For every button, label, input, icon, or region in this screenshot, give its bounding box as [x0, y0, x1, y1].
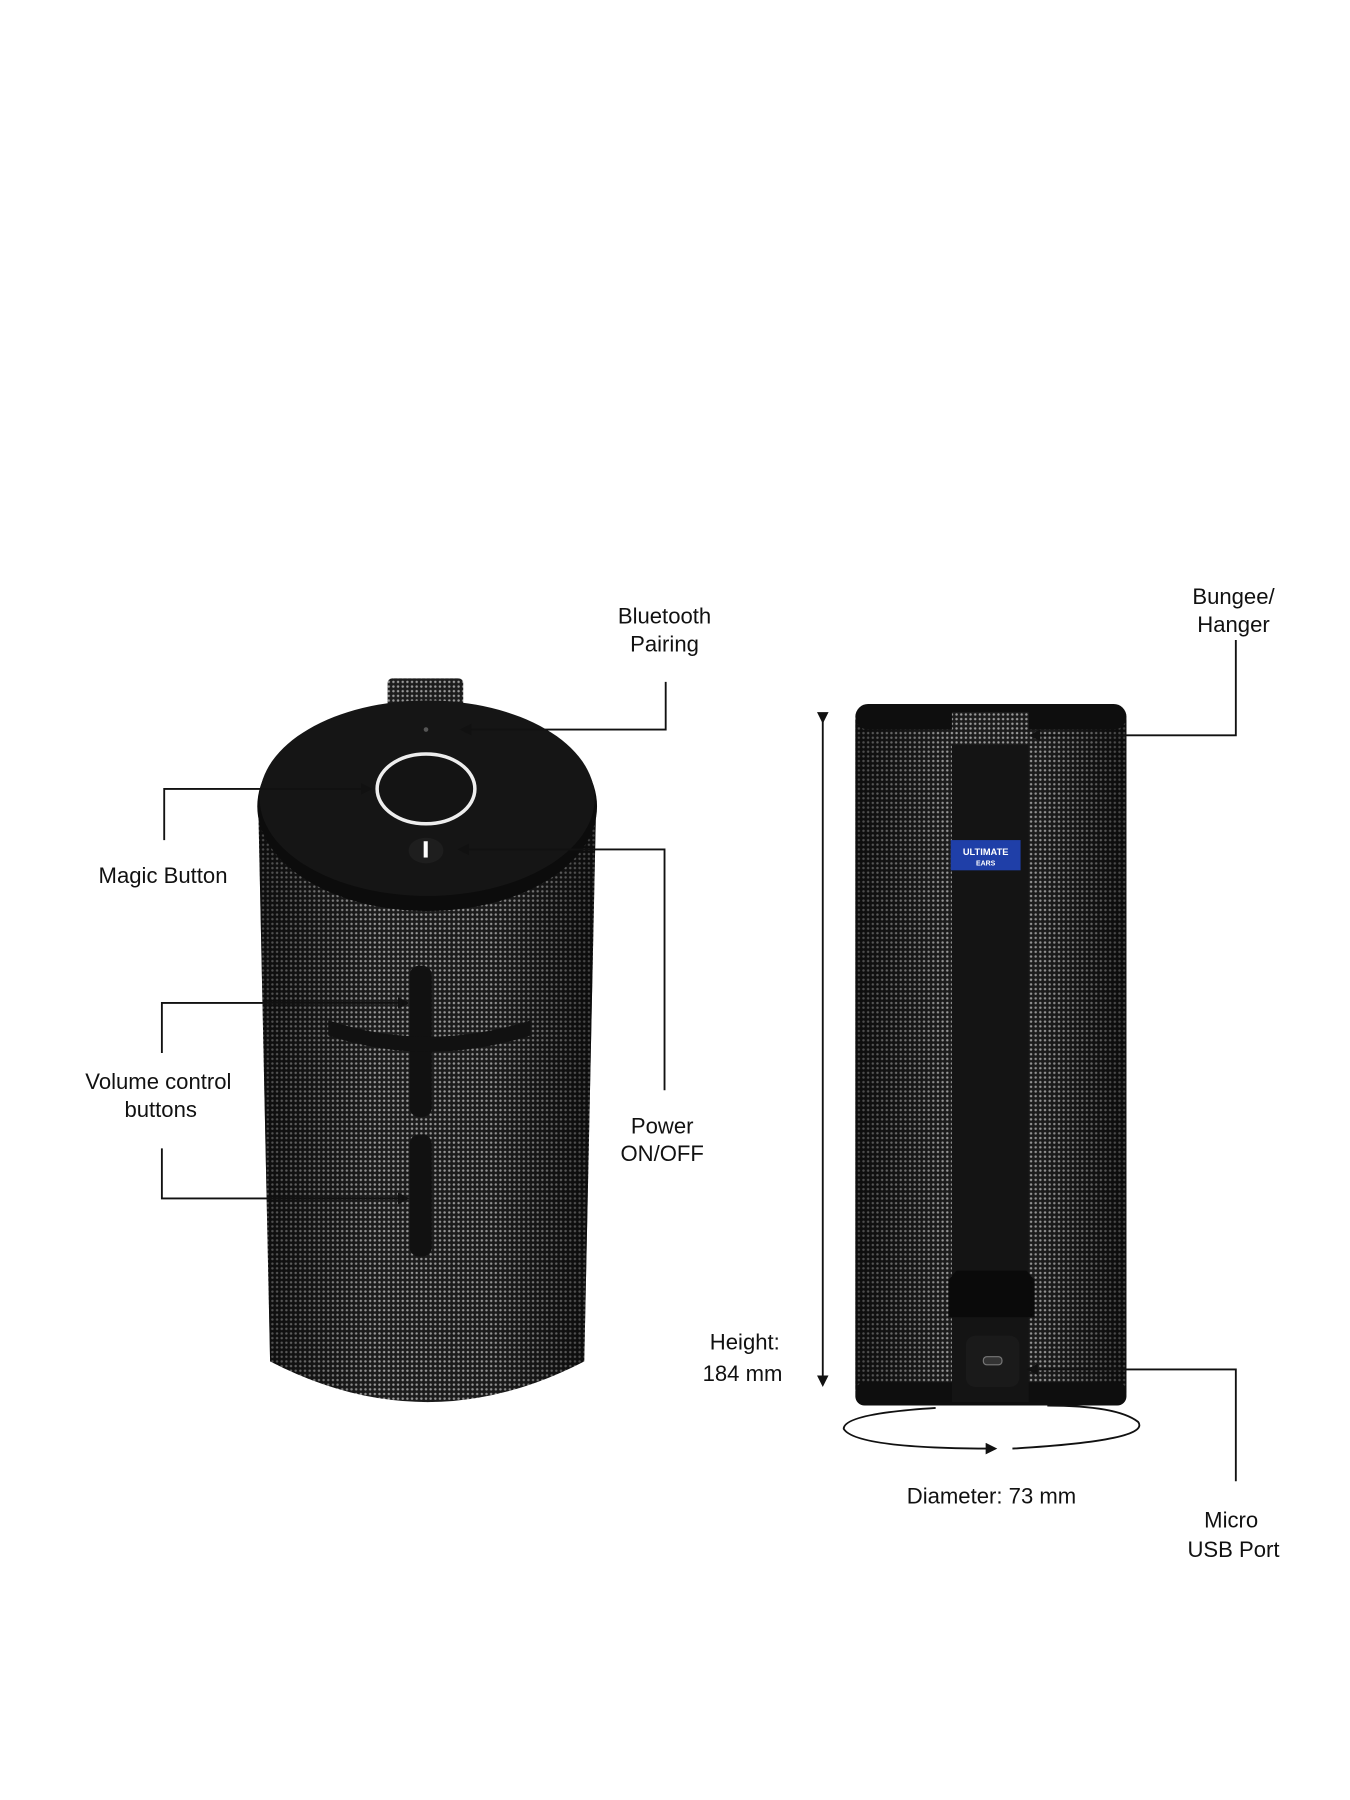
svg-text:Pairing: Pairing: [630, 632, 699, 657]
bungee-hanger[interactable]: [951, 712, 1029, 747]
micro-usb-port: [982, 1356, 1003, 1366]
speaker-back-view: ULTIMATE EARS: [855, 703, 1127, 1406]
height-label: Height:: [710, 1330, 780, 1355]
speaker-front-view: [257, 678, 598, 1403]
diameter-arc: [1012, 1404, 1141, 1450]
plus-crossbar: [328, 1020, 531, 1052]
svg-text:buttons: buttons: [124, 1097, 196, 1122]
labels: Bluetooth Pairing Magic Button Volume co…: [85, 584, 1279, 1562]
power-label: Power: [631, 1113, 694, 1138]
ultimate-ears-logo: ULTIMATE EARS: [950, 840, 1021, 871]
svg-text:Hanger: Hanger: [1197, 612, 1269, 637]
volume-down-button[interactable]: [409, 1134, 432, 1257]
usb-label: Micro: [1204, 1508, 1258, 1533]
volume-label: Volume control: [85, 1069, 231, 1094]
bungee-label: Bungee/: [1192, 584, 1275, 609]
svg-text:EARS: EARS: [976, 861, 996, 868]
svg-text:184 mm: 184 mm: [703, 1361, 783, 1386]
svg-text:USB Port: USB Port: [1187, 1537, 1279, 1562]
magic-button-label: Magic Button: [99, 863, 228, 888]
svg-text:ULTIMATE: ULTIMATE: [963, 847, 1009, 857]
svg-text:ON/OFF: ON/OFF: [620, 1141, 703, 1166]
magic-button[interactable]: [375, 752, 477, 826]
power-indicator-icon: [423, 841, 428, 858]
diameter-label: Diameter: 73 mm: [907, 1483, 1076, 1508]
port-cover-clip: [948, 1270, 1035, 1318]
bluetooth-label: Bluetooth: [618, 604, 711, 629]
callout-lines: [160, 639, 1237, 1482]
bluetooth-button: [423, 727, 429, 732]
